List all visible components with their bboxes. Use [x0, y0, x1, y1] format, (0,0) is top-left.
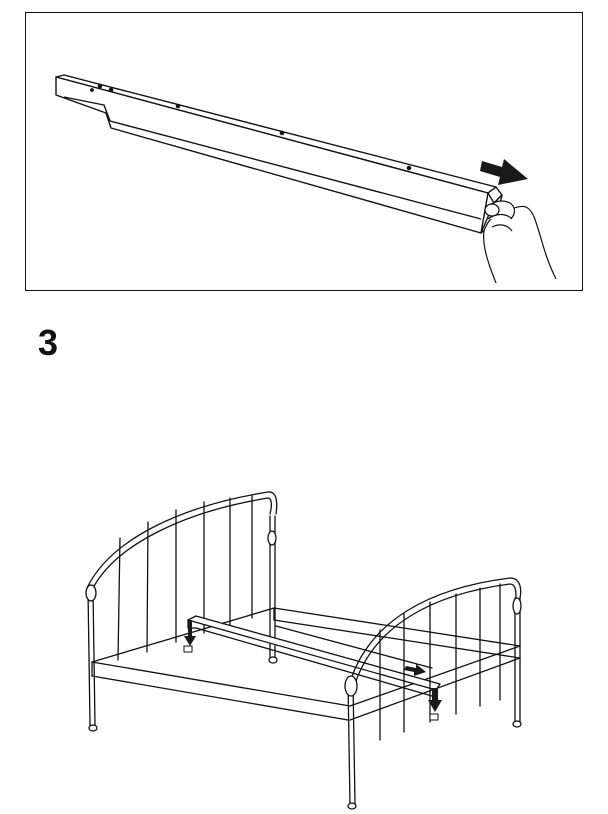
rail-detail-illustration: [55, 74, 557, 284]
bed-frame-illustration: [85, 491, 522, 810]
step-number: 3: [38, 322, 59, 363]
arrow-down-icon: [428, 688, 442, 712]
arrow-down-icon: [184, 620, 196, 646]
headboard: [85, 491, 278, 732]
arrow-right-icon: [404, 664, 426, 676]
hand-icon: [483, 200, 557, 284]
detail-panel: [25, 12, 583, 291]
bracket-left: [183, 645, 193, 653]
bed-illustration-area: [0, 470, 608, 814]
side-rail: [55, 74, 503, 234]
footboard: [344, 577, 522, 810]
arrow-right-icon: [480, 159, 528, 185]
bracket-right: [429, 713, 439, 721]
